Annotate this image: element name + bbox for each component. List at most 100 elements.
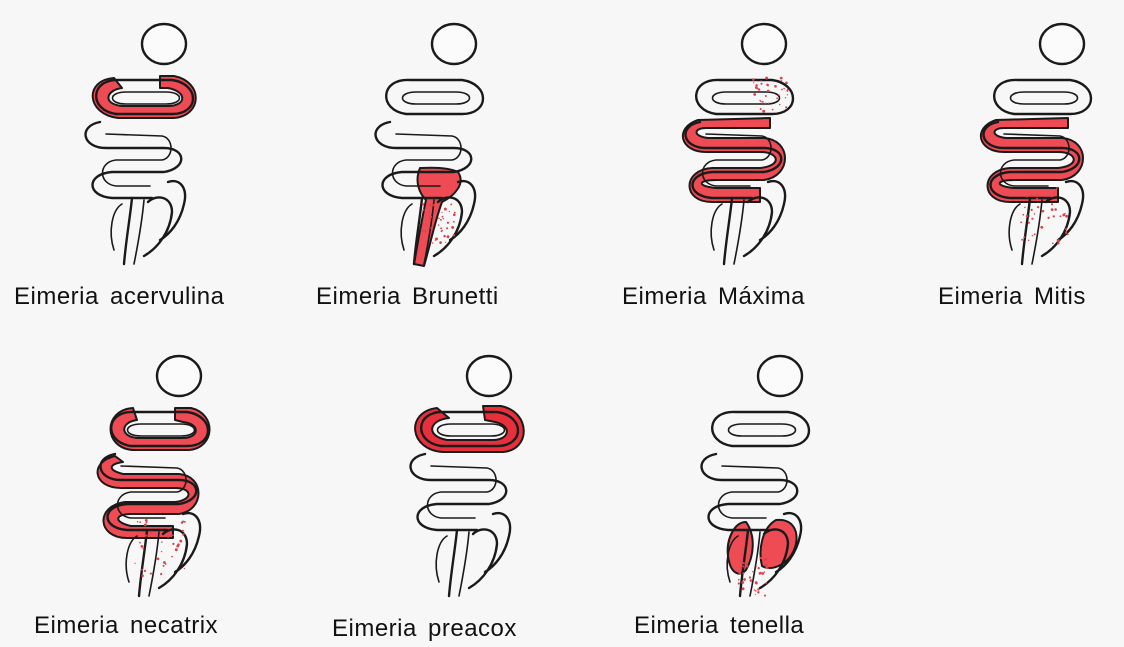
- intestine-outline: [126, 536, 137, 582]
- speckle-dot: [755, 581, 758, 584]
- speckle-dot: [453, 221, 455, 223]
- caption-tenella: Eimeria tenella: [634, 612, 804, 640]
- speckle-dot: [738, 579, 740, 581]
- speckle-dot: [453, 234, 455, 236]
- speckle-dot: [759, 572, 762, 575]
- speckle-dot: [743, 578, 746, 581]
- speckle-dot: [755, 84, 757, 86]
- speckle-dot: [1051, 208, 1054, 211]
- speckle-dot: [179, 540, 182, 543]
- intestine-outline: [711, 204, 722, 250]
- speckle-dot: [739, 560, 740, 561]
- speckle-dot: [760, 83, 762, 85]
- speckle-dot: [767, 90, 770, 93]
- speckle-dot: [446, 227, 448, 229]
- speckle-dot: [171, 556, 173, 558]
- speckle-dot: [767, 567, 769, 569]
- speckle-dot: [145, 534, 147, 536]
- speckle-dot: [1051, 203, 1053, 205]
- speckle-dot: [1052, 242, 1054, 244]
- speckle-dot: [449, 211, 450, 212]
- speckle-dot: [1042, 210, 1045, 213]
- speckle-dot: [1028, 222, 1030, 224]
- intestine-outline: [1011, 92, 1078, 104]
- speckle-dot: [1056, 187, 1058, 189]
- intestine-outline: [459, 532, 469, 596]
- speckle-dot: [139, 542, 141, 544]
- speckle-dot: [754, 589, 756, 591]
- speckle-dot: [430, 227, 431, 228]
- speckle-dot: [440, 219, 442, 221]
- speckle-dot: [429, 211, 430, 212]
- intestine-outline: [124, 198, 132, 264]
- speckle-dot: [762, 110, 765, 113]
- speckle-dot: [1034, 233, 1036, 235]
- speckle-dot: [749, 576, 751, 578]
- intestine-diagram-maxima: [660, 18, 820, 268]
- speckle-dot: [422, 203, 424, 205]
- intestine-outline: [436, 536, 447, 582]
- speckle-dot: [443, 218, 444, 219]
- speckle-dot: [1031, 209, 1033, 211]
- intestine-outline: [103, 134, 172, 186]
- speckle-dot: [753, 93, 755, 95]
- speckle-dot: [787, 94, 788, 95]
- speckle-dot: [763, 559, 765, 561]
- speckle-dot: [1021, 239, 1023, 241]
- speckle-dot: [141, 575, 144, 578]
- speckle-dot: [1065, 215, 1068, 218]
- speckle-dot: [1057, 242, 1059, 244]
- speckle-dot: [1024, 207, 1026, 209]
- speckle-dot: [1064, 213, 1065, 214]
- speckle-dot: [750, 579, 753, 582]
- intestine-outline: [449, 530, 457, 596]
- speckle-dot: [780, 77, 783, 80]
- gizzard-shape: [157, 356, 201, 396]
- speckle-dot: [429, 204, 431, 206]
- speckle-dot: [738, 582, 740, 584]
- speckle-dot: [141, 545, 144, 548]
- speckle-dot: [184, 568, 185, 569]
- speckle-dot: [181, 521, 183, 523]
- speckle-dot: [447, 222, 449, 224]
- intestine-outline: [128, 424, 195, 436]
- speckle-dot: [421, 229, 424, 232]
- speckle-dot: [762, 101, 764, 103]
- speckle-dot: [760, 80, 761, 81]
- speckle-dot: [1054, 208, 1057, 211]
- gizzard-shape: [432, 24, 476, 64]
- speckle-dot: [172, 543, 174, 545]
- intestine-diagram-necatrix: [75, 350, 235, 600]
- intestine-outline: [111, 204, 122, 250]
- intestine-outline: [134, 200, 144, 264]
- speckle-dot: [739, 572, 742, 575]
- speckle-dot: [146, 522, 148, 524]
- speckle-dot: [752, 571, 753, 572]
- intestine-outline: [744, 197, 772, 256]
- speckle-dot: [774, 85, 777, 88]
- speckle-dot: [444, 208, 447, 211]
- speckle-dot: [1053, 215, 1055, 217]
- speckle-dot: [454, 212, 456, 214]
- intestine-outline: [469, 529, 497, 588]
- speckle-dot: [447, 235, 450, 238]
- speckle-dot: [786, 82, 788, 84]
- speckle-dot: [765, 77, 768, 80]
- speckle-dot: [753, 82, 754, 83]
- intestine-outline: [724, 198, 732, 264]
- speckle-dot: [1040, 226, 1043, 229]
- speckle-dot: [422, 209, 424, 211]
- speckle-dot: [765, 582, 767, 584]
- speckle-dot: [1036, 198, 1038, 200]
- speckle-dot: [786, 90, 788, 92]
- speckle-dot: [767, 84, 769, 86]
- speckle-dot: [741, 561, 743, 563]
- speckle-dot: [1031, 218, 1033, 220]
- speckle-dot: [424, 230, 425, 231]
- speckle-dot: [781, 89, 783, 91]
- speckle-dot: [160, 573, 162, 575]
- lesion-area: [414, 168, 461, 266]
- speckle-dot: [1028, 215, 1030, 217]
- speckle-dot: [765, 95, 767, 97]
- speckle-dot: [1037, 206, 1039, 208]
